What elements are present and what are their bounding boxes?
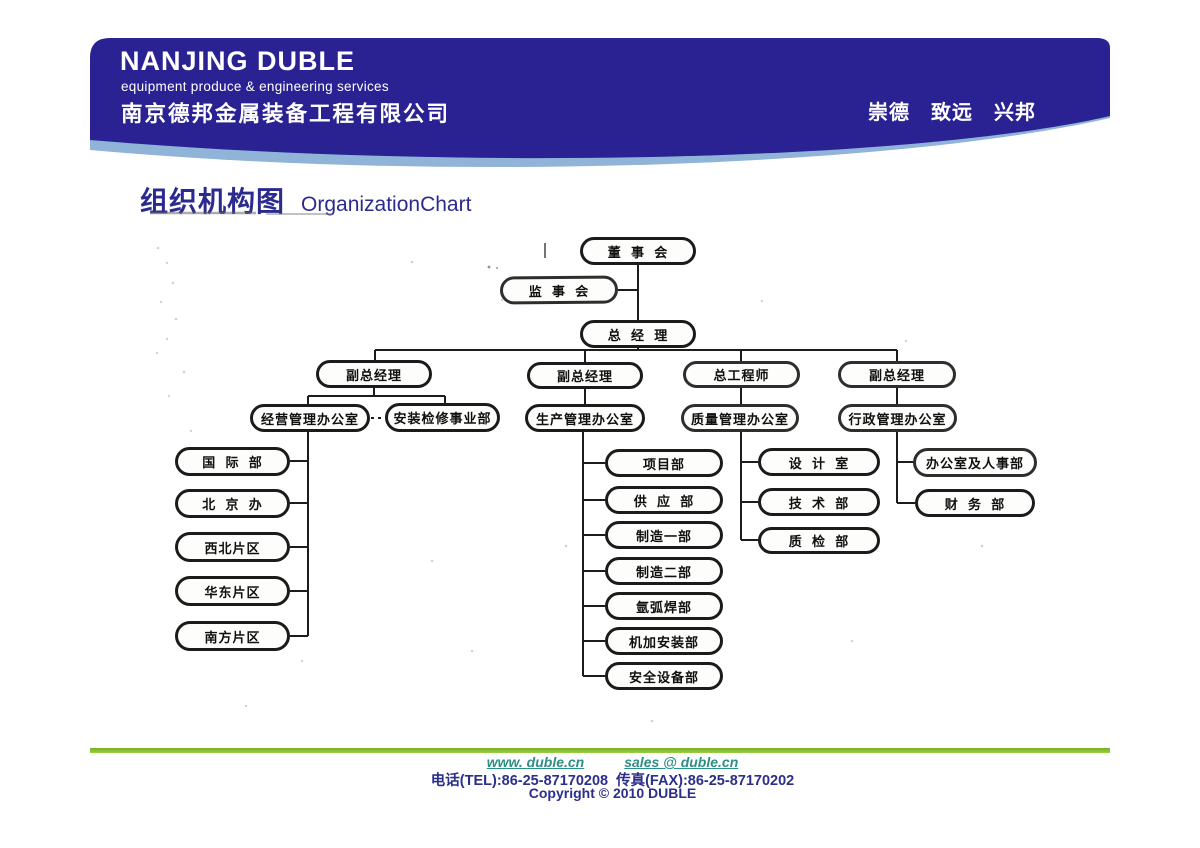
logo-title: NANJING DUBLE <box>120 46 356 76</box>
org-node-supply-dept: 供 应 部 <box>605 486 723 514</box>
email-link[interactable]: sales @ duble.cn <box>624 754 739 770</box>
org-node-chief-engineer: 总工程师 <box>683 361 800 388</box>
org-node-business-mgmt-office: 经营管理办公室 <box>250 404 370 432</box>
org-node-technology-dept: 技 术 部 <box>758 488 880 516</box>
org-node-manufacturing-dept-1: 制造一部 <box>605 521 723 549</box>
page-title-english: OrganizationChart <box>301 193 472 216</box>
org-node-international-dept: 国 际 部 <box>175 447 290 476</box>
phone-number: 电话(TEL):86-25-87170208 <box>430 773 609 789</box>
org-node-finance-dept: 财 务 部 <box>915 489 1035 517</box>
org-node-manufacturing-dept-2: 制造二部 <box>605 557 723 585</box>
scan-artifacts <box>150 211 1034 723</box>
fax-number: 传真(FAX):86-25-87170202 <box>616 773 795 789</box>
org-node-board-of-directors: 董 事 会 <box>580 237 696 265</box>
company-name-chinese: 南京德邦金属装备工程有限公司 <box>121 102 451 126</box>
logo-subtitle: equipment produce & engineering services <box>121 79 389 94</box>
header-band <box>90 38 1110 168</box>
org-node-south-region: 南方片区 <box>175 621 290 651</box>
org-node-quality-mgmt-office: 质量管理办公室 <box>681 404 799 432</box>
footer-links: www. duble.cn sales @ duble.cn <box>90 754 1135 770</box>
org-node-quality-inspection-dept: 质 检 部 <box>758 527 880 554</box>
org-node-project-dept: 项目部 <box>605 449 723 477</box>
org-node-machining-installation-dept: 机加安装部 <box>605 627 723 655</box>
header-band-shape <box>90 38 1110 159</box>
org-node-production-mgmt-office: 生产管理办公室 <box>525 404 645 432</box>
org-node-design-office: 设 计 室 <box>758 448 880 476</box>
org-node-general-manager: 总 经 理 <box>580 320 696 348</box>
org-node-argon-welding-dept: 氩弧焊部 <box>605 592 723 620</box>
org-node-northwest-region: 西北片区 <box>175 532 290 562</box>
org-node-supervisory-board: 监 事 会 <box>499 275 619 305</box>
org-node-installation-division: 安装检修事业部 <box>385 403 500 432</box>
company-motto: 崇德 致远 兴邦 <box>868 102 1036 124</box>
org-node-beijing-office: 北 京 办 <box>175 489 290 518</box>
footer-contact: 电话(TEL):86-25-87170208 传真(FAX):86-25-8717… <box>90 769 1135 790</box>
org-node-office-hr-dept: 办公室及人事部 <box>913 448 1037 477</box>
org-node-safety-equipment-dept: 安全设备部 <box>605 662 723 690</box>
org-node-admin-mgmt-office: 行政管理办公室 <box>838 404 957 432</box>
website-link[interactable]: www. duble.cn <box>486 754 585 770</box>
org-node-deputy-gm-2: 副总经理 <box>527 362 643 389</box>
org-node-east-china-region: 华东片区 <box>175 576 290 606</box>
org-node-deputy-gm-1: 副总经理 <box>316 360 432 388</box>
footer-separator <box>90 748 1110 753</box>
org-node-deputy-gm-3: 副总经理 <box>838 361 956 388</box>
copyright-text: Copyright © 2010 DUBLE <box>528 785 697 801</box>
